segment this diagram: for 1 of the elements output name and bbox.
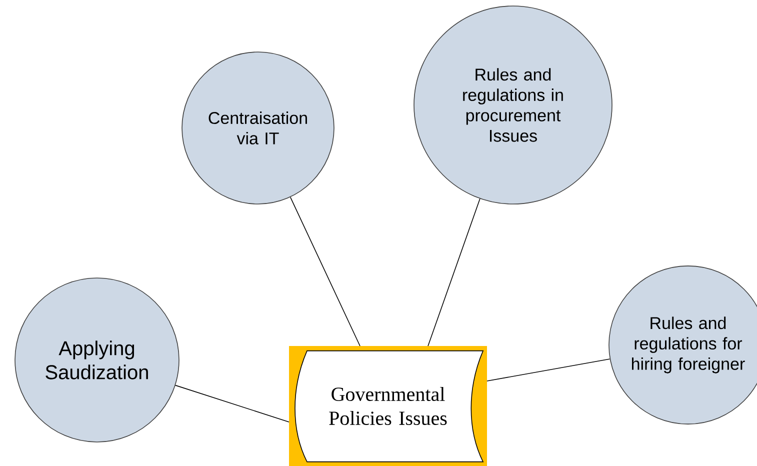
policy-scroll-box: Governmental Policies Issues bbox=[289, 346, 487, 466]
